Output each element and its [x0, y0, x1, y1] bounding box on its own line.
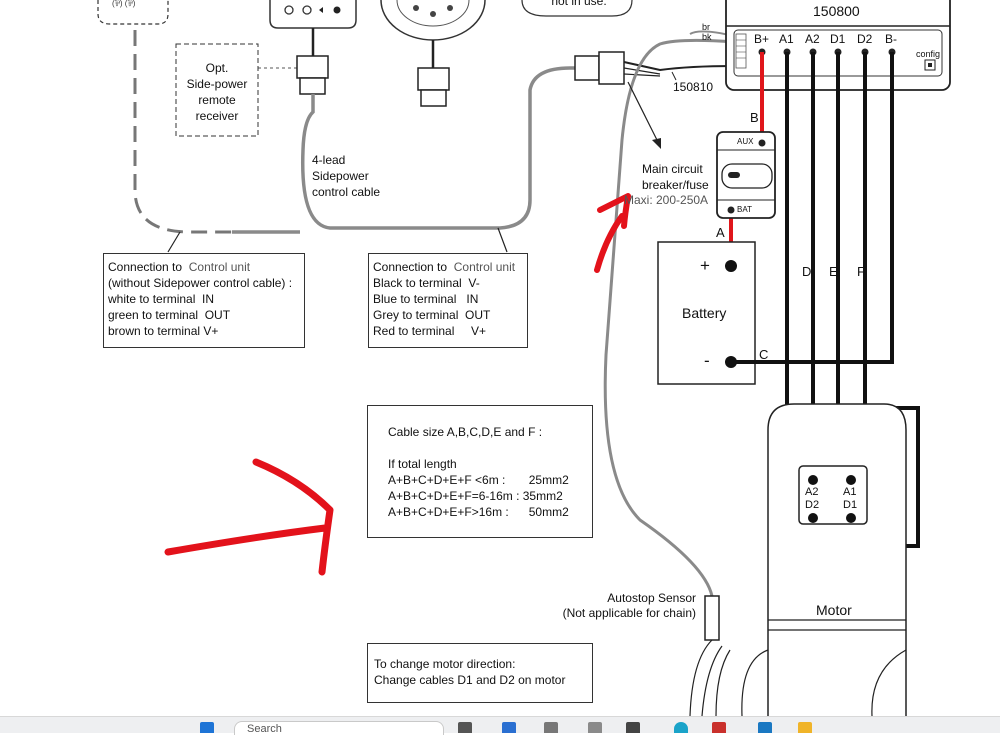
battery-plus-label: +	[700, 256, 710, 275]
cable-size-note: Cable size A,B,C,D,E and F : If total le…	[367, 405, 593, 538]
cable-d-letter: D	[802, 264, 812, 279]
windows-start-icon[interactable]	[200, 722, 214, 733]
autostop-sensor	[704, 595, 720, 641]
motor-a1-label: A1	[843, 486, 857, 498]
paw-app-icon[interactable]	[588, 722, 602, 733]
control-panel-partial	[269, 0, 357, 95]
wire-br-label: br	[702, 22, 711, 32]
calendar-app-icon[interactable]	[502, 722, 516, 733]
autostop-label: Autostop Sensor (Not applicable for chai…	[562, 591, 696, 620]
config-label: config	[916, 49, 941, 59]
taskbar: Search	[0, 716, 1000, 735]
terminal-b-minus-label: B-	[885, 32, 897, 46]
bat-label: BAT	[737, 205, 752, 214]
control-cable-4-lead	[300, 66, 580, 230]
terminal-app-icon[interactable]	[626, 722, 640, 733]
motor-label: Motor	[816, 602, 852, 618]
connector-plug-2	[417, 67, 450, 91]
task-view-icon[interactable]	[458, 722, 472, 733]
terminal-b-plus-label: B+	[754, 32, 770, 46]
camera-app-icon[interactable]	[544, 722, 558, 733]
cable-e-letter: E	[829, 264, 838, 279]
main-circuit-breaker	[716, 131, 776, 219]
motor	[689, 403, 907, 716]
cable-c-letter: C	[759, 347, 769, 362]
terminal-a2-label: A2	[805, 32, 820, 46]
terminal-d2-label: D2	[857, 32, 873, 46]
folder-app-icon[interactable]	[798, 722, 812, 733]
wire-bk-label: bk	[702, 32, 712, 42]
motor-d2-label: D2	[805, 499, 820, 511]
cable-a-letter: A	[716, 225, 725, 240]
connector-plug-1	[296, 55, 329, 79]
battery-minus-label: -	[704, 351, 710, 370]
wiring-diagram: (⅌) (⅌)	[97, 0, 951, 716]
breaker-rating-label: Maxi: 200-250A	[624, 193, 709, 207]
cable-f-letter: F	[857, 264, 865, 279]
breaker-title-label: Main circuit breaker/fuse	[642, 162, 709, 192]
connection-box-left: Connection to Control unit (without Side…	[103, 253, 305, 348]
motor-terminal-block	[798, 465, 868, 525]
edge-browser-icon[interactable]	[674, 722, 688, 733]
aux-label: AUX	[737, 137, 754, 146]
svg-text:(⅌) (⅌): (⅌) (⅌)	[112, 0, 136, 8]
red-app-icon[interactable]	[712, 722, 726, 733]
round-panel-partial	[380, 0, 486, 107]
red-annotation-arrow-small	[594, 193, 631, 273]
terminal-a1-label: A1	[779, 32, 794, 46]
remote-control-partial: (⅌) (⅌)	[97, 0, 169, 25]
blue-app-icon[interactable]	[758, 722, 772, 733]
cable-b-letter: B	[750, 110, 759, 125]
opt-receiver-box	[175, 43, 259, 137]
connector-150810	[574, 51, 735, 85]
dashed-optional-cable	[133, 30, 300, 234]
not-in-use-bubble	[521, 0, 633, 17]
autostop-cable	[603, 38, 735, 597]
terminal-d1-label: D1	[830, 32, 846, 46]
controller-id-label: 150800	[813, 3, 860, 19]
connection-box-right: Connection to Control unit Black to term…	[368, 253, 528, 348]
taskbar-search-input[interactable]: Search	[234, 721, 444, 735]
opt-receiver-label: Opt. Side-power remote receiver	[186, 61, 248, 123]
motor-direction-note: To change motor direction: Change cables…	[367, 643, 593, 703]
not-in-use-label: not in use.	[551, 0, 607, 8]
battery-label: Battery	[682, 305, 727, 321]
control-cable-label: 4-lead Sidepower control cable	[312, 153, 381, 199]
motor-a2-label: A2	[805, 486, 819, 498]
cable-id-label: 150810	[673, 80, 714, 94]
motor-d1-label: D1	[843, 499, 858, 511]
red-annotation-arrow-large	[164, 458, 334, 576]
